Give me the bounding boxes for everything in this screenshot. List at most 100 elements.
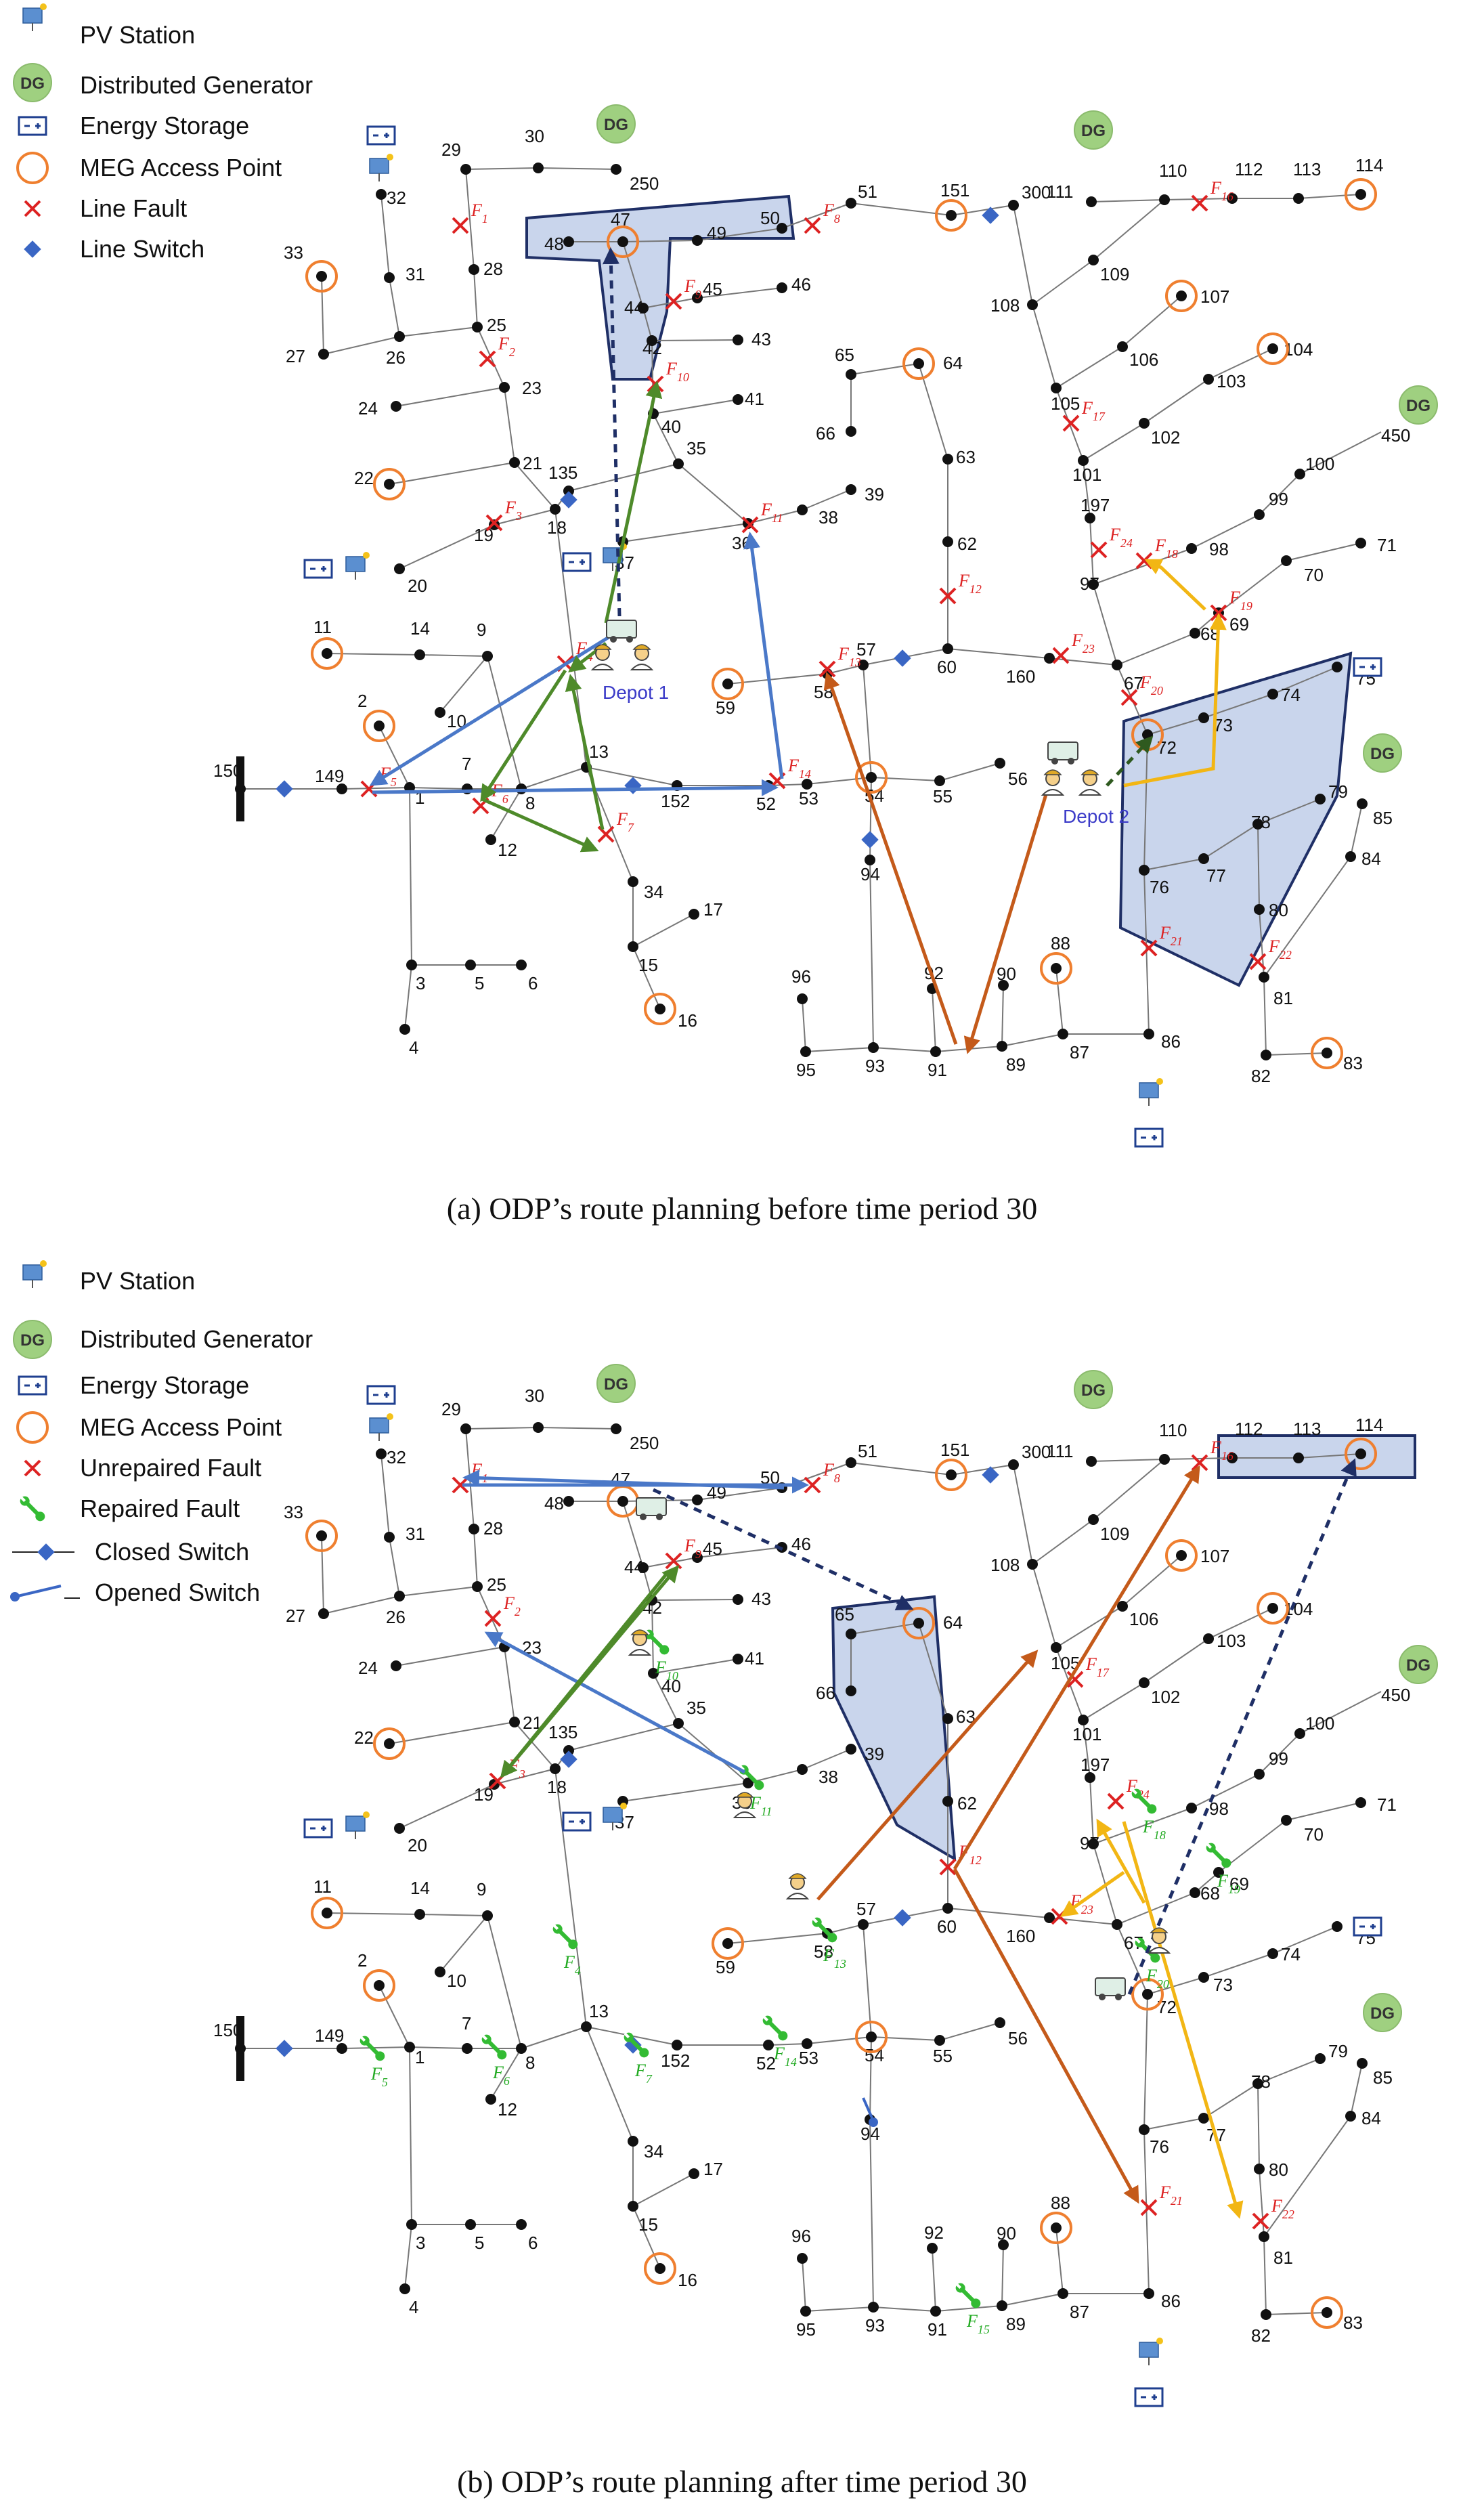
legend-label: PV Station: [80, 1267, 195, 1295]
network-line: [863, 664, 872, 778]
bus-node: [1051, 963, 1062, 974]
distributed-generator-icon: [1399, 385, 1438, 425]
route-green: [501, 1565, 680, 1777]
bus-node: [376, 189, 387, 200]
bus-label: 91: [928, 1060, 947, 1080]
network-line: [1203, 2083, 1259, 2119]
pv-sun: [363, 1811, 370, 1818]
network-line: [1032, 1519, 1094, 1565]
bus-label: 96: [791, 2226, 811, 2246]
route-blue: [372, 779, 779, 796]
bus-node: [800, 1046, 811, 1057]
bus-node: [1044, 1912, 1055, 1923]
network-line: [1093, 1459, 1165, 1520]
bus-node: [1322, 2307, 1332, 2318]
network-line: [404, 964, 412, 1030]
repaired-fault-icon: [20, 1496, 45, 1522]
bus-node: [866, 2032, 877, 2042]
bus-label: 94: [860, 864, 880, 884]
fault-index: 5: [382, 2076, 388, 2089]
bus-label: 114: [1355, 155, 1383, 175]
distributed-generator-icon: [596, 104, 636, 144]
repaired-fault-icon: [1131, 1788, 1157, 1814]
network-line: [935, 2305, 1003, 2312]
route-orange: [816, 1650, 1039, 1901]
network-line: [465, 1427, 539, 1430]
bus-node: [384, 479, 395, 490]
line-fault-icon: [24, 1459, 41, 1477]
bus-node: [1332, 662, 1343, 672]
bus-node: [743, 1778, 754, 1788]
distributed-generator-icon: [1074, 1370, 1113, 1409]
bus-node: [460, 1423, 471, 1434]
fault-index: 20: [1157, 1977, 1169, 1991]
bus-label: 13: [589, 741, 609, 762]
meg-access-point-icon: [363, 710, 395, 742]
bus-label: 48: [544, 234, 564, 254]
meg-vehicle-icon: [1047, 741, 1078, 760]
network-line: [1265, 2312, 1328, 2315]
bus-label: 99: [1269, 1748, 1288, 1769]
bus-label: 59: [716, 697, 735, 718]
line-fault-icon: [1120, 689, 1138, 706]
bus-label: 97: [1080, 574, 1099, 594]
energy-storage-icon: [303, 1818, 333, 1839]
bus-label: 160: [1006, 666, 1035, 687]
crew-body: [590, 664, 615, 670]
energy-storage-icon: [366, 125, 396, 146]
fault-label: F18: [1154, 536, 1178, 561]
bus-label: 90: [997, 964, 1016, 984]
bus-node: [1088, 255, 1099, 265]
bus-label: 92: [924, 2222, 944, 2243]
bus-node: [868, 1042, 879, 1053]
wrench-head: [375, 2051, 385, 2061]
bus-node: [472, 1581, 483, 1592]
bus-node: [934, 775, 945, 786]
line-fault-icon: [939, 587, 957, 605]
route-yellow: [1060, 1870, 1125, 1917]
network-line: [1286, 1802, 1361, 1821]
network-line: [1164, 1457, 1233, 1460]
bus-node: [846, 1629, 856, 1639]
crew-helmet: [1081, 769, 1099, 775]
bus-label: 16: [678, 2270, 697, 2290]
bus-node: [1315, 794, 1326, 804]
network-line: [1001, 2244, 1004, 2306]
vehicle-wheel: [640, 1513, 647, 1520]
meg-vehicle-icon: [606, 620, 637, 639]
bus-node: [846, 1457, 856, 1468]
bus-label: 1: [415, 2047, 424, 2067]
line-switch-icon: [894, 649, 911, 667]
bus-node: [394, 563, 405, 574]
network-line: [1257, 823, 1260, 910]
meg-access-point-icon: [1040, 2212, 1072, 2244]
bus-node: [1008, 1459, 1019, 1470]
bus-label: 63: [956, 447, 976, 467]
network-line: [1083, 1682, 1145, 1721]
fault-label: F24: [1109, 525, 1133, 550]
bus-label: 53: [799, 2048, 819, 2068]
bus-node: [1088, 1839, 1099, 1849]
energy-storage-icon: [1134, 1127, 1164, 1148]
bus-node: [797, 2253, 808, 2264]
bus-label: 68: [1200, 1883, 1220, 1904]
bus-label: 101: [1072, 1724, 1101, 1744]
dg-label: DG: [20, 1331, 45, 1350]
wrench-head: [827, 1933, 837, 1943]
network-line: [622, 240, 698, 242]
wrench-handle: [486, 2039, 502, 2055]
network-line: [439, 1915, 488, 1973]
line-fault-icon: [484, 1610, 502, 1627]
network-line: [380, 194, 390, 278]
bus-label: 52: [756, 794, 776, 814]
bus-node: [581, 2021, 592, 2032]
bus-node: [846, 369, 856, 380]
network-line: [1257, 798, 1321, 825]
bus-label: 3: [416, 973, 425, 993]
bus-node: [692, 293, 703, 303]
bus-label: 87: [1070, 2302, 1089, 2322]
dg-label: DG: [604, 116, 628, 134]
crew-body: [630, 664, 654, 670]
bus-label: 450: [1381, 425, 1410, 446]
fault-index: 10: [677, 370, 689, 384]
